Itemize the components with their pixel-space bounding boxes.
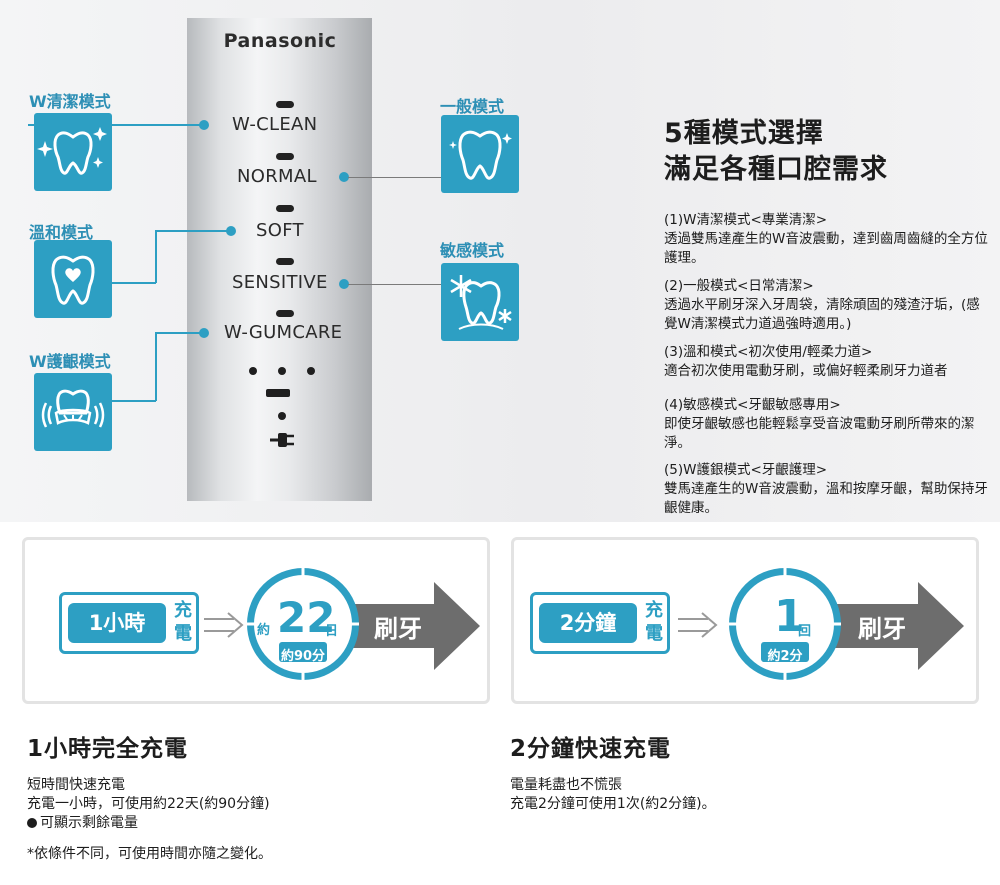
arrow-right-icon	[678, 612, 718, 638]
charge-panel-2min: 2分鐘 充電 刷牙 1 回 約2分	[511, 537, 979, 704]
snowflake-tooth-icon	[441, 263, 519, 341]
line-gum-h1	[112, 400, 156, 402]
desc-title: (1)W清潔模式<專業清潔>	[664, 212, 828, 228]
clock-prefix: 約	[257, 623, 271, 638]
connector-sensitive	[339, 279, 349, 289]
mode-indicator-wclean	[276, 101, 294, 108]
charge-heading-2min: 2分鐘快速充電	[510, 736, 672, 762]
clock-sub: 約2分	[767, 649, 803, 664]
arrow-right-icon	[832, 582, 964, 670]
charge-time-box: 1小時 充電	[59, 592, 199, 654]
charge-time: 1小時	[68, 603, 166, 643]
connector-normal	[339, 172, 349, 182]
arrow-right-icon	[204, 612, 244, 638]
clock-unit: 回	[798, 624, 812, 639]
mode-indicator-sensitive	[276, 258, 294, 265]
charge-text2-line1: 電量耗盡也不慌張	[510, 777, 622, 793]
label-wclean: W清潔模式	[29, 92, 111, 111]
mode-indicator-soft	[276, 205, 294, 212]
label-normal: 一般模式	[440, 97, 505, 116]
connector-soft	[226, 226, 236, 236]
charge-text2-line2: 充電2分鐘可使用1次(約2分鐘)。	[510, 796, 716, 812]
tooth-icon	[441, 115, 519, 193]
mode-wclean: W-CLEAN	[232, 114, 318, 135]
clock-icon	[729, 568, 841, 680]
line-normal	[348, 177, 442, 178]
gum-massage-tooth-icon	[34, 373, 112, 451]
brush-label: 刷牙	[858, 615, 906, 643]
line-sensitive	[348, 284, 442, 285]
line-soft-h1	[112, 282, 156, 284]
charge-text-line2: 充電一小時，可使用約22天(約90分鐘)	[27, 796, 270, 812]
desc-sensitive: (4)敏感模式<牙齦敏感專用> 即使牙齦敏感也能輕鬆享受音波電動牙刷所帶來的潔淨…	[664, 396, 992, 453]
clock-icon	[247, 568, 359, 680]
connector-wclean	[199, 120, 209, 130]
mode-sensitive: SENSITIVE	[232, 272, 328, 293]
modes-section	[0, 0, 1000, 522]
power-plug-icon	[270, 433, 294, 447]
clock-number: 1	[774, 591, 805, 642]
desc-gumcare: (5)W護銀模式<牙齦護理> 雙馬達產生的W音波震動，溫和按摩牙齦，幫助保持牙齦…	[664, 461, 992, 518]
mode-indicator-normal	[276, 153, 294, 160]
clock-number: 22	[277, 593, 336, 642]
line-soft-v	[155, 230, 157, 283]
line-wclean	[28, 124, 200, 126]
connector-gumcare	[199, 328, 209, 338]
desc-soft: (3)溫和模式<初次使用/輕柔力道> 適合初次使用電動牙刷，或偏好輕柔刷牙力道者	[664, 343, 992, 381]
charge-note: *依條件不同，可使用時間亦隨之變化。	[27, 846, 272, 862]
charge-time: 2分鐘	[539, 603, 637, 643]
label-gum: W護齦模式	[29, 352, 111, 371]
desc-body: 即使牙齦敏感也能輕鬆享受音波電動牙刷所帶來的潔淨。	[664, 416, 975, 451]
clock-unit: 日	[325, 624, 339, 639]
heart-tooth-icon	[34, 240, 112, 318]
line-gum-h2	[155, 332, 200, 334]
line-gum-v	[155, 332, 157, 401]
label-soft: 溫和模式	[29, 223, 94, 242]
desc-title: (2)一般模式<日常清潔>	[664, 278, 814, 294]
bullet-icon	[27, 818, 37, 828]
sparkle-tooth-icon	[34, 113, 112, 191]
desc-normal: (2)一般模式<日常清潔> 透過水平刷牙深入牙周袋，清除頑固的殘渣汙垢，(感覺W…	[664, 277, 992, 334]
modes-heading-line2: 滿足各種口腔需求	[664, 154, 888, 185]
mode-soft: SOFT	[256, 220, 304, 241]
label-sensitive: 敏感模式	[440, 241, 505, 260]
charge-label: 充電	[174, 600, 192, 644]
clock-star: *	[326, 603, 332, 616]
charge-time-box: 2分鐘 充電	[530, 592, 670, 654]
mode-indicator-gumcare	[276, 310, 294, 317]
arrow-right-icon	[348, 582, 480, 670]
desc-title: (3)溫和模式<初次使用/輕柔力道>	[664, 344, 873, 360]
line-soft-h2	[155, 230, 227, 232]
charge-text-line3: 可顯示剩餘電量	[27, 814, 138, 833]
charge-text-line3-label: 可顯示剩餘電量	[40, 815, 138, 831]
brush-label: 刷牙	[374, 615, 422, 643]
clock-sub: 約90分	[280, 649, 326, 664]
desc-wclean: (1)W清潔模式<專業清潔> 透過雙馬達產生的W音波震動，達到齒周齒縫的全方位護…	[664, 211, 992, 268]
desc-body: 透過水平刷牙深入牙周袋，清除頑固的殘渣汙垢，(感覺W清潔模式力道過強時適用。)	[664, 297, 980, 332]
charge-panel-1hour: 1小時 充電 刷牙 約 22 日 * 約90分	[22, 537, 490, 704]
modes-heading-line1: 5種模式選擇	[664, 118, 824, 149]
mode-gumcare: W-GUMCARE	[224, 322, 343, 343]
brand-logo: Panasonic	[223, 30, 337, 52]
mode-normal: NORMAL	[237, 166, 317, 187]
desc-body: 適合初次使用電動牙刷，或偏好輕柔刷牙力道者	[664, 363, 948, 379]
desc-body: 雙馬達產生的W音波震動，溫和按摩牙齦，幫助保持牙齦健康。	[664, 481, 988, 516]
desc-title: (5)W護銀模式<牙齦護理>	[664, 462, 828, 478]
desc-title: (4)敏感模式<牙齦敏感專用>	[664, 397, 841, 413]
charge-heading-1hour: 1小時完全充電	[27, 736, 189, 762]
desc-body: 透過雙馬達產生的W音波震動，達到齒周齒縫的全方位護理。	[664, 231, 988, 266]
charge-label: 充電	[645, 600, 663, 644]
charge-text-line1: 短時間快速充電	[27, 777, 125, 793]
